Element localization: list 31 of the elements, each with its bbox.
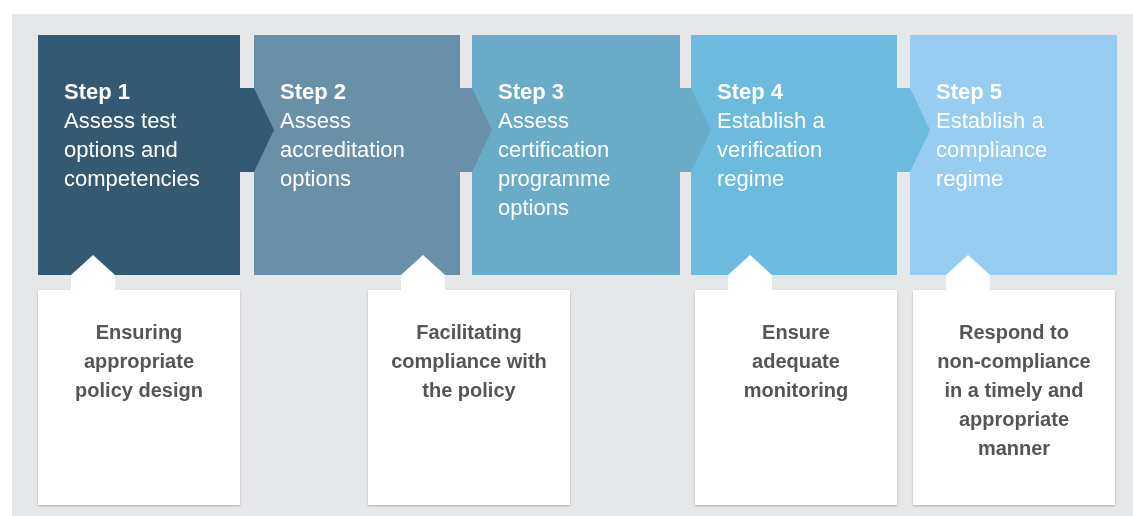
callout-pointer [401, 255, 445, 290]
step-box [254, 35, 460, 275]
chevron-arrow [240, 88, 274, 172]
step-box [910, 35, 1117, 275]
callout-box [38, 290, 240, 505]
step-heading: Step 3 [498, 78, 566, 106]
step-heading: Step 5 [936, 78, 1004, 106]
step-description: Establish a compliance regime [936, 107, 1049, 193]
step-description: Establish a verification regime [717, 107, 826, 193]
chevron-arrow [897, 88, 930, 172]
callout-pointer [71, 255, 115, 290]
step-box [472, 35, 680, 275]
step-description: Assess certification programme options [498, 107, 612, 222]
step-description: Assess accreditation options [280, 107, 406, 193]
callout-pointer [946, 255, 990, 290]
callout-box [695, 290, 897, 505]
callout-text: Respond to non-compliance in a timely and appropriate manner [936, 320, 1092, 461]
callout-text: Facilitating compliance with the policy [390, 320, 548, 403]
step-box [691, 35, 897, 275]
step-box [38, 35, 240, 275]
step-heading: Step 2 [280, 78, 348, 106]
callout-pointer [728, 255, 772, 290]
chevron-arrow [680, 88, 711, 172]
chevron-arrow [460, 88, 492, 172]
step-heading: Step 4 [717, 78, 785, 106]
callout-text: Ensure adequate monitoring [742, 320, 850, 403]
step-description: Assess test options and competencies [64, 107, 201, 193]
callout-box [368, 290, 570, 505]
step-heading: Step 1 [64, 78, 132, 106]
callout-text: Ensuring appropriate policy design [74, 320, 204, 403]
callout-box [913, 290, 1115, 505]
